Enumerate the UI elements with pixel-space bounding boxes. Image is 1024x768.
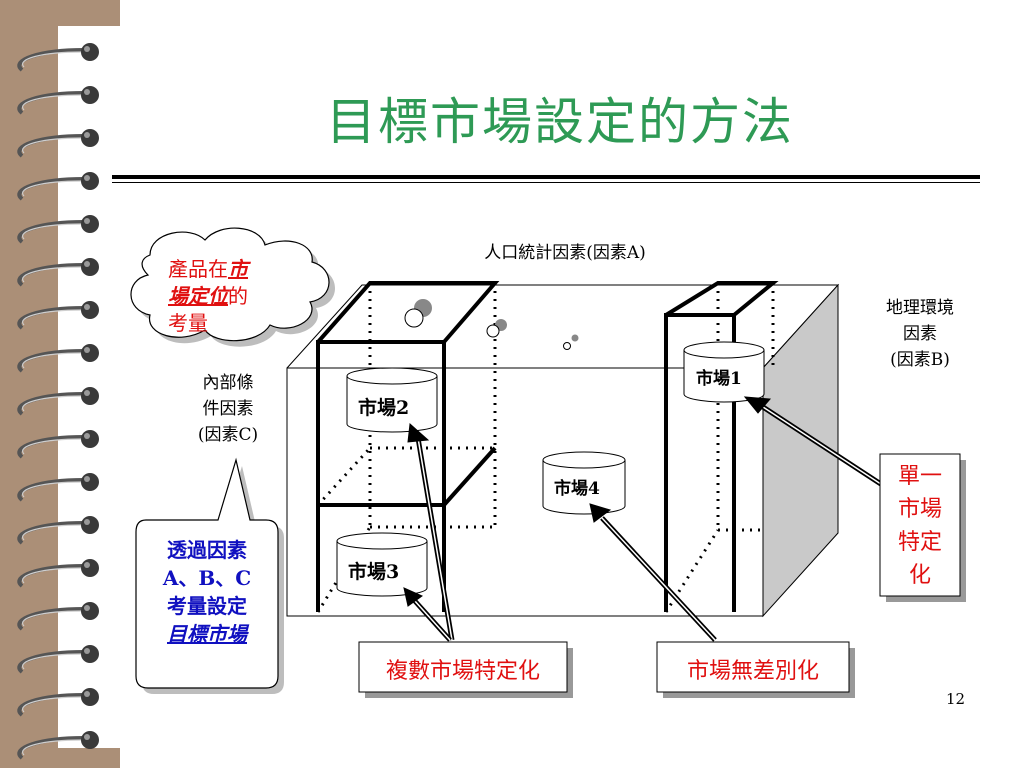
spiral-ring bbox=[17, 645, 99, 674]
slide-title: 目標市場設定的方法 bbox=[326, 93, 794, 151]
spiral-ring bbox=[17, 129, 99, 158]
title-rule-thin bbox=[112, 182, 980, 183]
spiral-ring bbox=[17, 559, 99, 588]
cylinder-m2 bbox=[346, 367, 438, 433]
spiral-ring bbox=[17, 172, 99, 201]
arrows bbox=[403, 396, 892, 642]
multi-segment-label: 複數市場特定化 bbox=[385, 659, 540, 684]
spiral-ring bbox=[17, 43, 99, 72]
factor-b-line2: 因素 bbox=[903, 324, 937, 344]
bubbles-decoration bbox=[404, 299, 579, 350]
cloud-part4: 的 bbox=[228, 284, 248, 308]
single-line1: 單一 bbox=[897, 464, 942, 489]
market-4-label: 市場4 bbox=[554, 479, 600, 499]
single-line4: 化 bbox=[908, 563, 931, 588]
cloud-part1: 產品在 bbox=[168, 257, 228, 281]
spiral-ring bbox=[17, 602, 99, 631]
market-3-label: 市場3 bbox=[348, 561, 400, 583]
box-single bbox=[879, 453, 961, 597]
cloud-text: 產品在市 場定位的 考量 bbox=[168, 256, 288, 337]
cloud-part3: 場定位 bbox=[168, 284, 228, 308]
factor-c-line3: (因素C) bbox=[197, 425, 259, 445]
spiral-binding bbox=[17, 43, 99, 760]
single-segment-label: 單一 市場 特定 化 bbox=[880, 460, 960, 592]
factor-c-line2: 件因素 bbox=[202, 399, 254, 419]
cylinder-m3 bbox=[336, 532, 428, 597]
cylinder-m4 bbox=[542, 451, 626, 515]
title-rule-thick bbox=[112, 175, 980, 179]
box-undiff bbox=[656, 641, 850, 693]
page-number: 12 bbox=[946, 690, 966, 708]
box-multi bbox=[358, 641, 568, 693]
factor-b-line1: 地理環境 bbox=[886, 298, 954, 318]
cloud-part5: 考量 bbox=[168, 311, 208, 335]
single-line3: 特定 bbox=[897, 530, 942, 555]
spiral-ring bbox=[17, 430, 99, 459]
spiral-ring bbox=[17, 215, 99, 244]
market-1-label: 市場1 bbox=[696, 369, 742, 389]
callout-line1: 透過因素 bbox=[167, 538, 247, 562]
callout-emph: 目標市場 bbox=[167, 622, 247, 646]
cloud-part2: 市 bbox=[228, 257, 248, 281]
spiral-ring bbox=[17, 86, 99, 115]
thought-cloud bbox=[130, 227, 336, 347]
callout-line2: A、B、C bbox=[162, 566, 252, 590]
market-2-label: 市場2 bbox=[358, 397, 410, 419]
undifferentiated-label: 市場無差別化 bbox=[686, 659, 819, 684]
callout-line4: 目標市場 bbox=[136, 620, 278, 648]
main-box-side bbox=[762, 283, 839, 618]
spiral-ring bbox=[17, 301, 99, 330]
column-right bbox=[664, 281, 779, 613]
spiral-ring bbox=[17, 688, 99, 717]
cylinder-m1 bbox=[683, 341, 765, 403]
factor-c-line1: 內部條 bbox=[202, 373, 254, 393]
factor-a-label: 人口統計因素(因素A) bbox=[484, 243, 646, 263]
factor-b-line3: (因素B) bbox=[890, 350, 950, 370]
callout-text: 透過因素 A、B、C 考量設定 目標市場 bbox=[136, 536, 278, 648]
spiral-ring bbox=[17, 344, 99, 373]
spiral-ring bbox=[17, 387, 99, 416]
spiral-ring bbox=[17, 731, 99, 760]
factor-c-label: 內部條 件因素 (因素C) bbox=[178, 370, 278, 448]
factor-b-label: 地理環境 因素 (因素B) bbox=[870, 295, 970, 373]
callout-line3: 考量設定 bbox=[167, 594, 247, 618]
spiral-ring bbox=[17, 473, 99, 502]
callout-bubble bbox=[135, 457, 284, 694]
spiral-ring bbox=[17, 258, 99, 287]
spiral-ring bbox=[17, 516, 99, 545]
single-line2: 市場 bbox=[897, 497, 942, 522]
